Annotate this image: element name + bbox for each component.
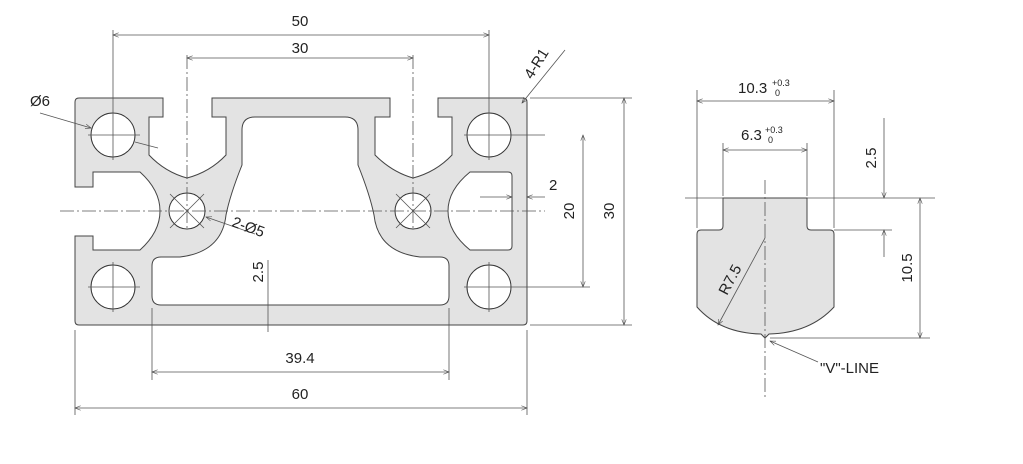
centerlines xyxy=(60,30,590,312)
dim-6-3: 6.3 xyxy=(741,127,762,144)
dim-2-5-lip: 2.5 xyxy=(863,148,880,169)
slot-detail: 10.3 +0.3 0 6.3 +0.3 0 2.5 10.5 R7.5 "V"… xyxy=(685,78,935,400)
dim-10-5: 10.5 xyxy=(899,253,916,282)
dim-50: 50 xyxy=(292,13,309,30)
dim-10-3: 10.3 xyxy=(738,80,767,97)
dim-20: 20 xyxy=(561,203,578,220)
profile-cross-section xyxy=(60,30,590,326)
profile-dimensions: 50 30 39.4 60 2.5 30 20 2 4-R1 Ø6 2-Ø5 xyxy=(30,13,632,415)
dim-2: 2 xyxy=(549,177,557,194)
label-4-r1: 4-R1 xyxy=(521,46,553,83)
slot-key-body xyxy=(696,197,835,339)
dim-10-3-tol-lower: 0 xyxy=(775,88,780,98)
label-v-line: "V"-LINE xyxy=(820,360,879,377)
label-diameter-6: Ø6 xyxy=(30,93,50,110)
dim-30-center: 30 xyxy=(292,40,309,57)
label-2-diameter-5: 2-Ø5 xyxy=(230,214,267,241)
dim-6-3-tol-lower: 0 xyxy=(768,135,773,145)
dim-60: 60 xyxy=(292,386,309,403)
dim-2-5-wall: 2.5 xyxy=(250,262,267,283)
dim-30-height: 30 xyxy=(601,203,618,220)
dim-39-4: 39.4 xyxy=(285,350,314,367)
profile-body xyxy=(74,97,528,326)
dim-10-3-tol-upper: +0.3 xyxy=(772,78,790,88)
dim-6-3-tol-upper: +0.3 xyxy=(765,125,783,135)
